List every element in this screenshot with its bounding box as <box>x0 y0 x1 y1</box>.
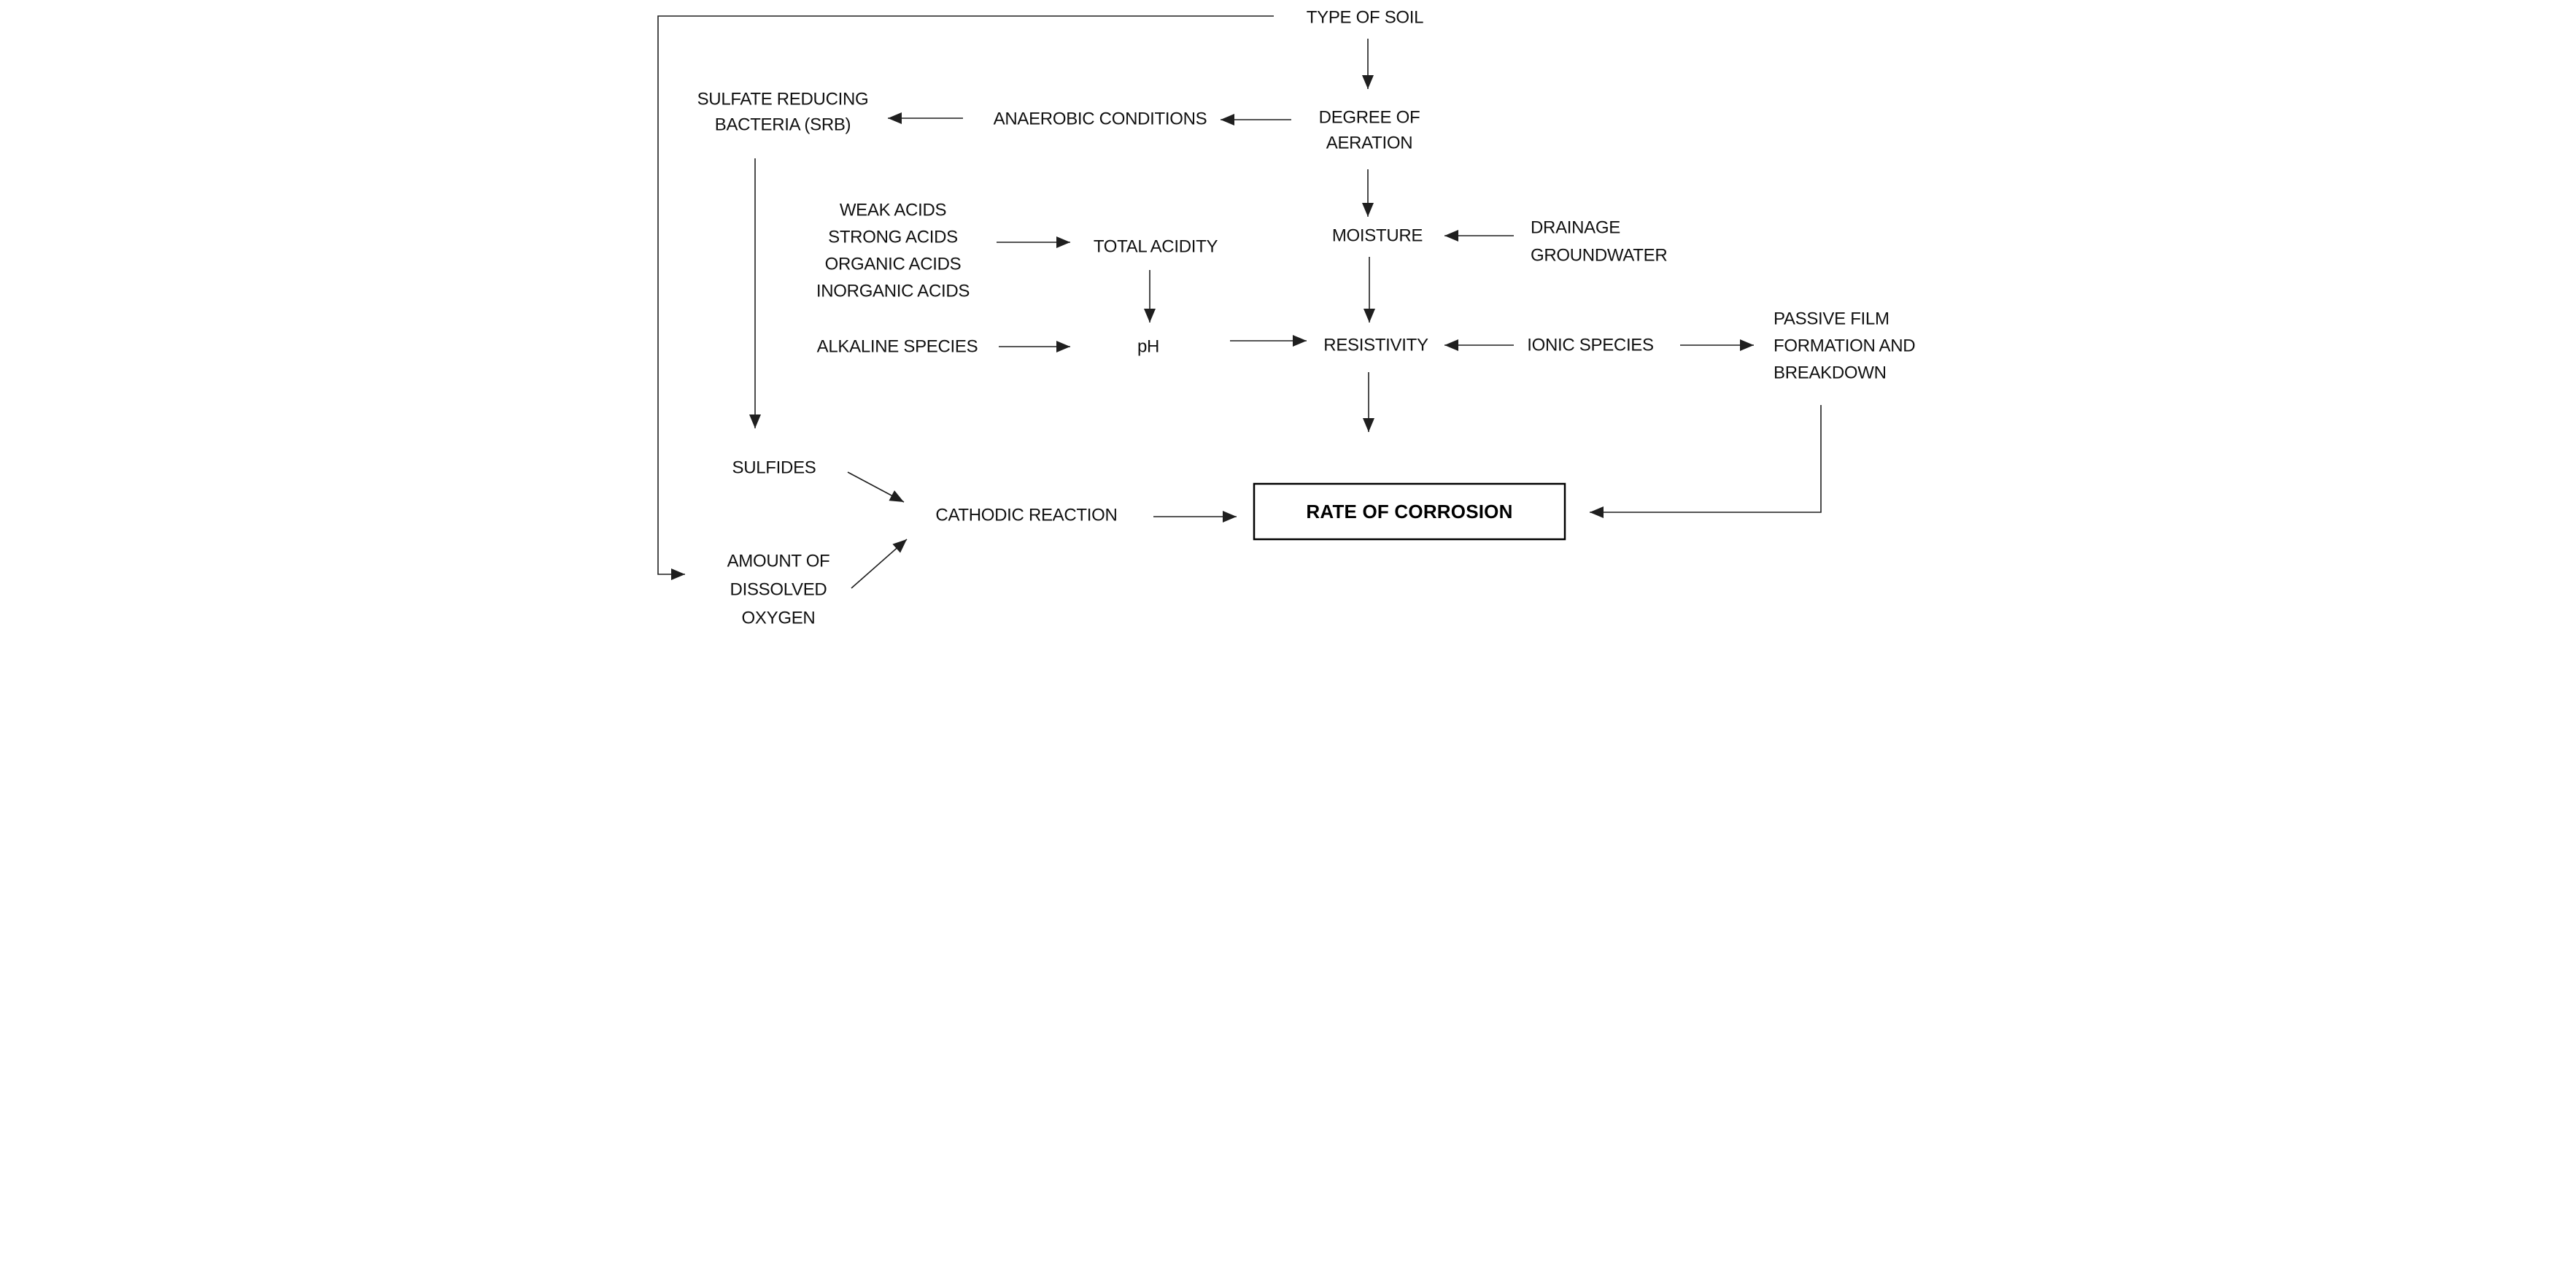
node-moisture: MOISTURE <box>1331 226 1423 246</box>
passive-film-label-line3: BREAKDOWN <box>1774 363 1887 383</box>
node-passive-film: PASSIVE FILM FORMATION AND BREAKDOWN <box>1774 309 1916 383</box>
resistivity-label: RESISTIVITY <box>1323 336 1428 355</box>
drainage-groundwater-label-line1: DRAINAGE <box>1531 218 1620 238</box>
node-acid-inputs: WEAK ACIDS STRONG ACIDS ORGANIC ACIDS IN… <box>816 201 970 301</box>
srb-label-line2: BACTERIA (SRB) <box>714 115 851 135</box>
rate-of-corrosion-box <box>1253 482 1566 541</box>
edge-sulfides-to-cathodic-reaction-arrow <box>847 471 904 503</box>
node-ph: pH <box>1137 337 1159 357</box>
node-sulfides: SULFIDES <box>732 458 816 478</box>
degree-of-aeration-label-line1: DEGREE OF <box>1318 108 1420 128</box>
node-cathodic-reaction: CATHODIC REACTION <box>935 506 1117 525</box>
ionic-species-label: IONIC SPECIES <box>1527 336 1653 355</box>
dissolved-oxygen-label-line3: OXYGEN <box>741 609 815 628</box>
acid-inputs-label-line2: STRONG ACIDS <box>828 228 958 247</box>
edge-dissolved-oxygen-to-cathodic-reaction-arrow <box>850 539 908 589</box>
passive-film-label-line2: FORMATION AND <box>1774 336 1915 356</box>
node-total-acidity: TOTAL ACIDITY <box>1093 237 1218 257</box>
node-rate-of-corrosion: RATE OF CORROSION <box>1253 482 1566 541</box>
rate-of-corrosion-label: RATE OF CORROSION <box>1306 501 1512 522</box>
edges <box>657 15 1822 589</box>
degree-of-aeration-label-line2: AERATION <box>1326 134 1412 153</box>
acid-inputs-label-line3: ORGANIC ACIDS <box>824 255 961 274</box>
dissolved-oxygen-label-line1: AMOUNT OF <box>727 552 829 571</box>
total-acidity-label: TOTAL ACIDITY <box>1093 237 1218 257</box>
anaerobic-conditions-label: ANAEROBIC CONDITIONS <box>993 109 1207 129</box>
sulfides-label: SULFIDES <box>732 458 816 478</box>
edge-type-of-soil-to-dissolved-oxygen-arrow <box>657 15 1274 580</box>
corrosion-flowchart: TYPE OF SOIL DEGREE OF AERATION ANAEROBI… <box>657 8 1916 628</box>
node-ionic-species: IONIC SPECIES <box>1527 336 1654 355</box>
srb-label-line1: SULFATE REDUCING <box>697 90 868 109</box>
node-anaerobic-conditions: ANAEROBIC CONDITIONS <box>993 109 1207 129</box>
node-alkaline-species: ALKALINE SPECIES <box>816 337 978 357</box>
dissolved-oxygen-label-line2: DISSOLVED <box>730 580 827 600</box>
node-resistivity: RESISTIVITY <box>1323 336 1428 355</box>
diagram-canvas: TYPE OF SOIL DEGREE OF AERATION ANAEROBI… <box>643 0 1933 635</box>
node-amount-of-dissolved-oxygen: AMOUNT OF DISSOLVED OXYGEN <box>727 552 829 628</box>
type-of-soil-label: TYPE OF SOIL <box>1306 8 1423 28</box>
alkaline-species-label: ALKALINE SPECIES <box>816 337 978 357</box>
acid-inputs-label-line4: INORGANIC ACIDS <box>816 282 969 301</box>
acid-inputs-label-line1: WEAK ACIDS <box>839 201 945 220</box>
node-degree-of-aeration: DEGREE OF AERATION <box>1318 108 1420 153</box>
node-sulfate-reducing-bacteria: SULFATE REDUCING BACTERIA (SRB) <box>697 90 868 135</box>
edge-passive-film-to-rate-of-corrosion-arrow <box>1589 405 1822 518</box>
drainage-groundwater-label-line2: GROUNDWATER <box>1531 246 1667 266</box>
passive-film-label-line1: PASSIVE FILM <box>1774 309 1890 329</box>
node-drainage-groundwater: DRAINAGE GROUNDWATER <box>1531 218 1668 266</box>
cathodic-reaction-label: CATHODIC REACTION <box>935 506 1117 525</box>
moisture-label: MOISTURE <box>1331 226 1422 246</box>
node-type-of-soil: TYPE OF SOIL <box>1306 8 1423 28</box>
ph-label: pH <box>1137 337 1159 357</box>
